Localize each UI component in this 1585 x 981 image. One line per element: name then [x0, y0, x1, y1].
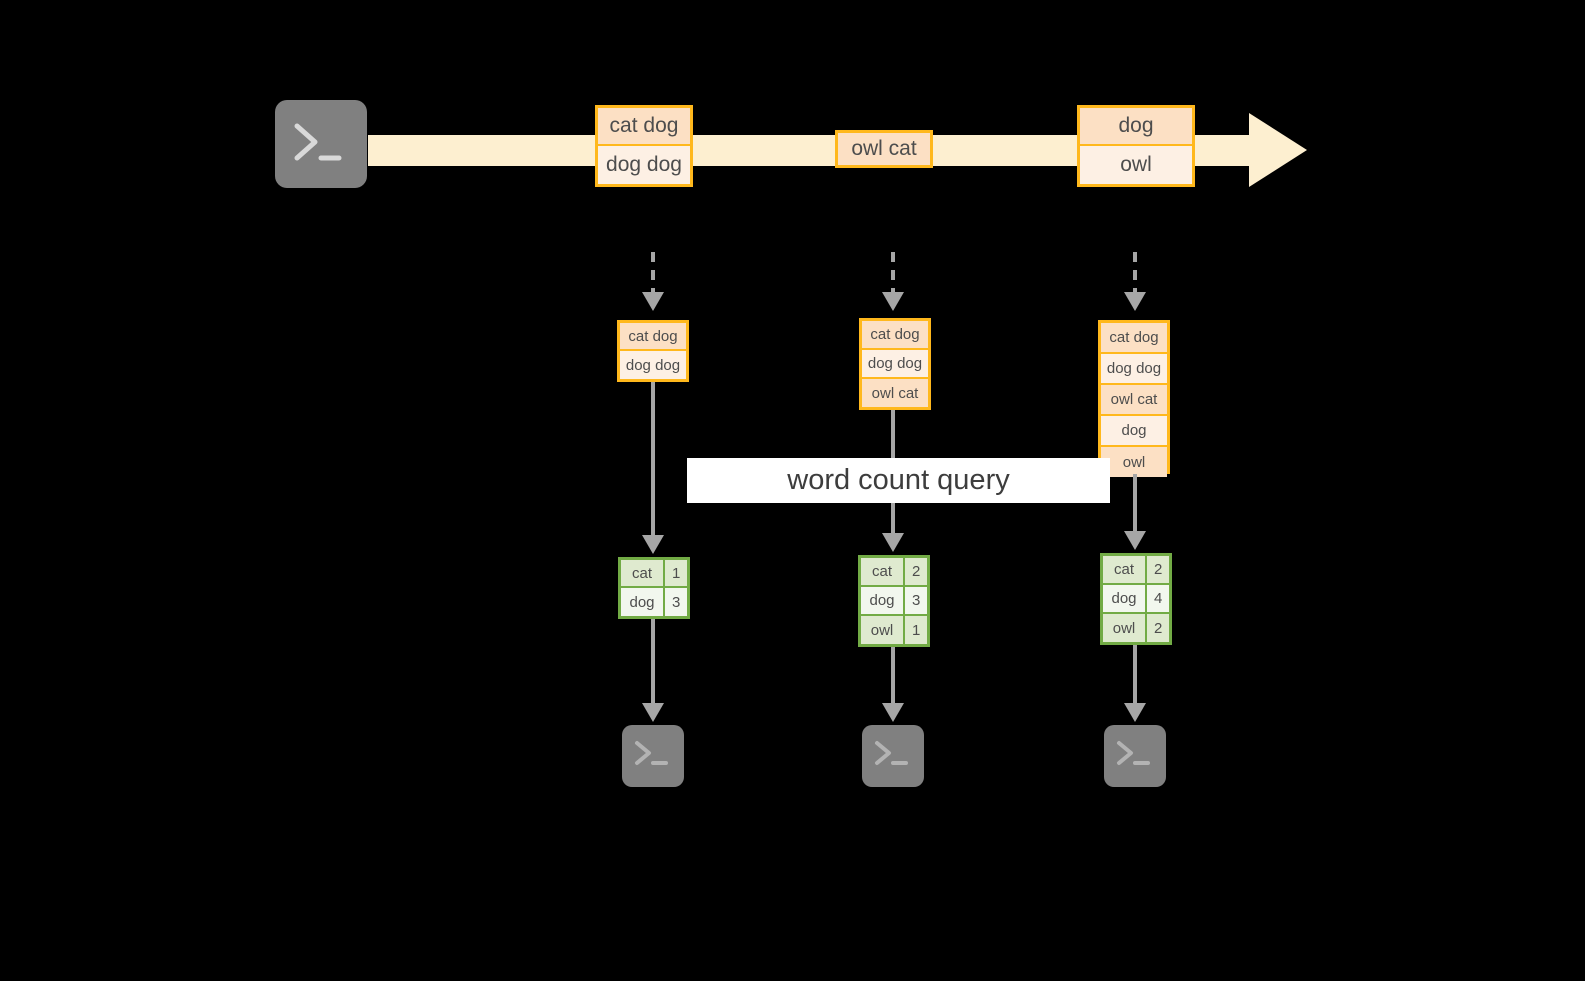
table-row: dog 3 — [861, 587, 927, 616]
stream-arrow-head — [1249, 113, 1307, 187]
result-count: 1 — [905, 616, 927, 644]
stream-batch-3-line: owl — [1080, 146, 1192, 184]
result-word: dog — [861, 587, 905, 614]
table-row: cat 2 — [1103, 556, 1169, 585]
snapshot-3-query-line — [1133, 474, 1137, 533]
result-word: cat — [861, 558, 905, 585]
result-word: dog — [621, 588, 665, 616]
snapshot-3-input-line: dog dog — [1101, 354, 1167, 385]
result-count: 3 — [905, 587, 927, 614]
snapshot-3-sink-terminal-icon[interactable] — [1096, 717, 1174, 795]
stream-batch-1-line: dog dog — [598, 146, 690, 184]
table-row: dog 3 — [621, 588, 687, 616]
source-terminal-icon[interactable] — [267, 92, 375, 196]
stream-batch-1[interactable]: cat dog dog dog — [595, 105, 693, 187]
snapshot-3-sink-line — [1133, 645, 1137, 707]
result-count: 4 — [1147, 585, 1169, 612]
result-word: owl — [1103, 614, 1147, 642]
stream-batch-1-line: cat dog — [598, 108, 690, 146]
snapshot-1-trigger-line — [651, 252, 655, 294]
result-count: 3 — [665, 588, 687, 616]
snapshot-2-input-line: cat dog — [862, 321, 928, 350]
snapshot-1-query-line — [651, 382, 655, 537]
query-label: word count query — [687, 458, 1110, 503]
snapshot-2-sink-arrowhead — [882, 703, 904, 722]
terminal-prompt-glyph — [635, 741, 668, 765]
snapshot-3-input-line: dog — [1101, 416, 1167, 447]
table-row: dog 4 — [1103, 585, 1169, 614]
snapshot-1-sink-line — [651, 619, 655, 707]
snapshot-2-result-table[interactable]: cat 2 dog 3 owl 1 — [858, 555, 930, 647]
terminal-prompt-glyph — [294, 123, 342, 161]
result-count: 2 — [1147, 614, 1169, 642]
snapshot-1-input-line: cat dog — [620, 323, 686, 351]
stream-batch-2[interactable]: owl cat — [835, 130, 933, 168]
snapshot-2-input-table[interactable]: cat dog dog dog owl cat — [859, 318, 931, 410]
terminal-prompt-glyph — [875, 741, 908, 765]
snapshot-2-input-line: owl cat — [862, 379, 928, 407]
snapshot-2-input-line: dog dog — [862, 350, 928, 379]
result-word: cat — [1103, 556, 1147, 583]
table-row: cat 1 — [621, 560, 687, 588]
snapshot-2-trigger-arrowhead — [882, 292, 904, 311]
snapshot-1-sink-terminal-icon[interactable] — [614, 717, 692, 795]
snapshot-1-result-table[interactable]: cat 1 dog 3 — [618, 557, 690, 619]
result-word: cat — [621, 560, 665, 586]
result-count: 2 — [1147, 556, 1169, 583]
snapshot-2-sink-terminal-icon[interactable] — [854, 717, 932, 795]
snapshot-3-trigger-arrowhead — [1124, 292, 1146, 311]
snapshot-3-input-line: owl — [1101, 447, 1167, 477]
snapshot-3-sink-arrowhead — [1124, 703, 1146, 722]
snapshot-3-input-line: owl cat — [1101, 385, 1167, 416]
snapshot-3-input-table[interactable]: cat dog dog dog owl cat dog owl — [1098, 320, 1170, 477]
terminal-prompt-glyph — [1117, 741, 1150, 765]
snapshot-3-input-line: cat dog — [1101, 323, 1167, 354]
snapshot-1-input-table[interactable]: cat dog dog dog — [617, 320, 689, 382]
stream-batch-3-line: dog — [1080, 108, 1192, 146]
snapshot-1-input-line: dog dog — [620, 351, 686, 379]
snapshot-1-sink-arrowhead — [642, 703, 664, 722]
snapshot-3-trigger-line — [1133, 252, 1137, 294]
snapshot-1-query-arrowhead — [642, 535, 664, 554]
snapshot-2-trigger-line — [891, 252, 895, 294]
snapshot-2-query-arrowhead — [882, 533, 904, 552]
table-row: owl 2 — [1103, 614, 1169, 642]
table-row: cat 2 — [861, 558, 927, 587]
snapshot-3-query-arrowhead — [1124, 531, 1146, 550]
result-count: 2 — [905, 558, 927, 585]
table-row: owl 1 — [861, 616, 927, 644]
result-word: dog — [1103, 585, 1147, 612]
snapshot-2-sink-line — [891, 647, 895, 707]
result-word: owl — [861, 616, 905, 644]
stream-batch-3[interactable]: dog owl — [1077, 105, 1195, 187]
snapshot-1-trigger-arrowhead — [642, 292, 664, 311]
snapshot-3-result-table[interactable]: cat 2 dog 4 owl 2 — [1100, 553, 1172, 645]
result-count: 1 — [665, 560, 687, 586]
stream-batch-2-line: owl cat — [838, 133, 930, 165]
